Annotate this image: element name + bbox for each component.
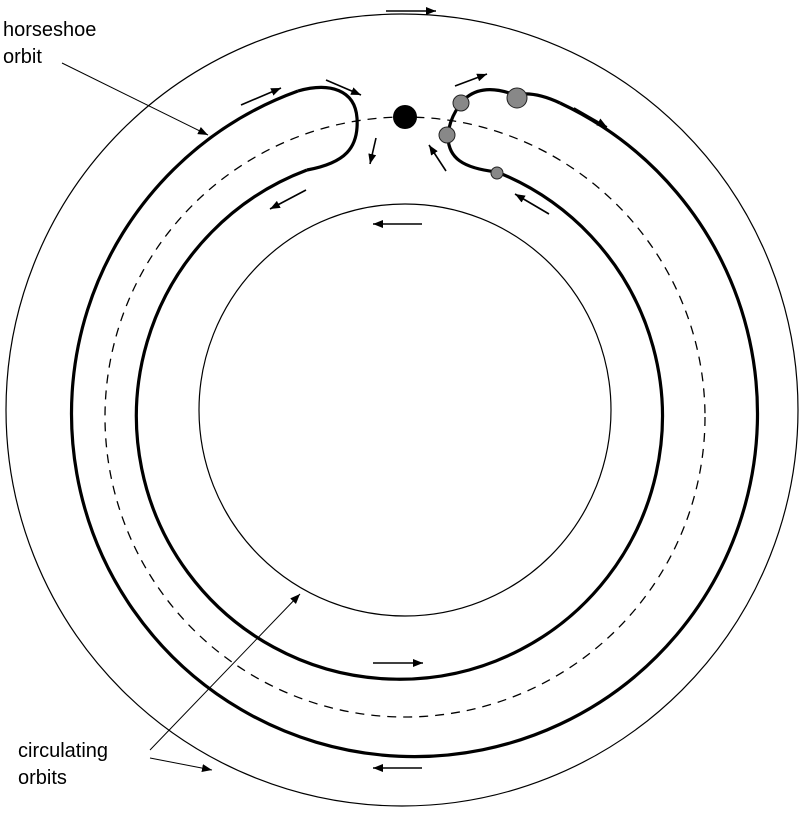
circulating-leader-line-inner [149, 593, 301, 751]
outer-circulating-orbit [5, 13, 799, 807]
circulating-orbits-label: circulating orbits [18, 738, 108, 792]
circulating-label-line2: orbits [18, 767, 67, 789]
particle-large [506, 87, 528, 109]
arrow-left-turn-down [368, 137, 377, 165]
circulating-leader-line-outer [149, 757, 213, 773]
arrow-horseshoe-right-inner [514, 193, 550, 215]
arrow-right-turn-up [428, 144, 447, 172]
horseshoe-inner-arc [134, 168, 665, 681]
horseshoe-orbit-label: horseshoe orbit [3, 17, 96, 71]
horseshoe-left-turnaround [297, 85, 359, 172]
inner-circulating-orbit [198, 203, 612, 617]
particle-small [490, 166, 504, 180]
horseshoe-outer-arc [69, 89, 760, 759]
horseshoe-label-line1: horseshoe [3, 19, 97, 41]
planet-dot [393, 105, 417, 129]
arrow-horseshoe-left-inner [269, 189, 307, 210]
arrow-left-turn-top [325, 79, 362, 96]
horseshoe-leader-line [61, 62, 209, 136]
particle-medium-top [452, 94, 470, 112]
particle-medium-left [438, 126, 456, 144]
arrow-horseshoe-left-top [240, 87, 282, 106]
horseshoe-label-line2: orbit [3, 46, 42, 68]
circulating-label-line1: circulating [18, 740, 109, 762]
arrow-horseshoe-right-outer [573, 107, 608, 128]
planet-orbit-dashed [104, 116, 706, 718]
arrow-right-turn-top [454, 73, 488, 87]
